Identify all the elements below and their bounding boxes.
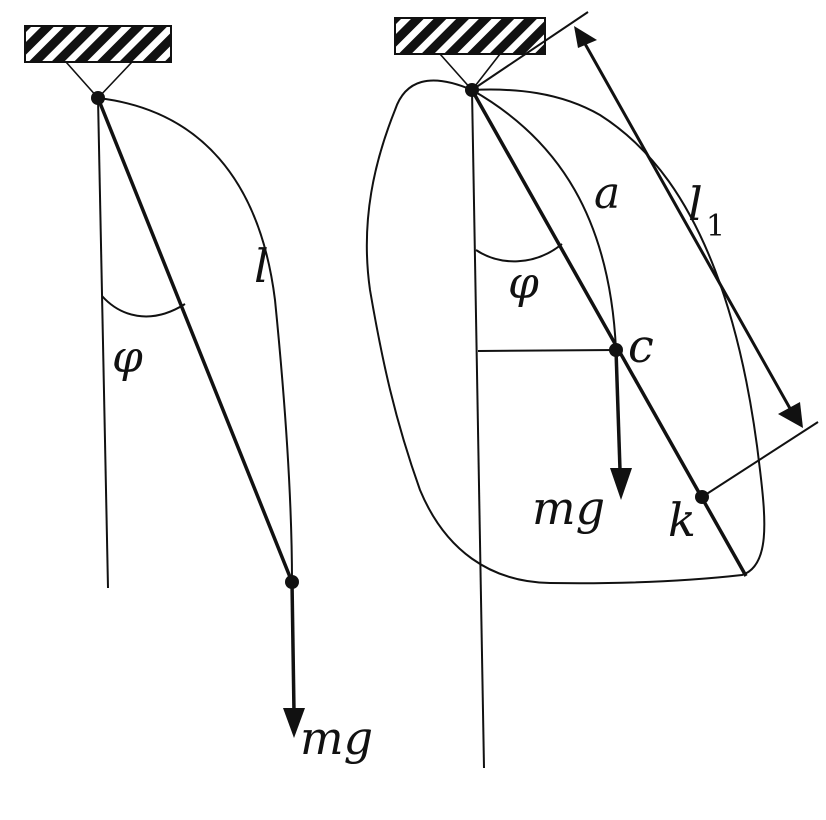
right-reduced-length-arrow-shaft xyxy=(582,41,794,413)
right-dimension-extension-line xyxy=(701,421,819,498)
left-gravity-arrowhead xyxy=(283,708,305,738)
right-point-k-dot xyxy=(695,490,709,504)
right-reduced-length-label: l xyxy=(688,177,703,231)
left-vertical-line xyxy=(97,97,109,589)
right-vertical-line xyxy=(471,89,485,769)
right-angle-label: φ xyxy=(508,258,539,309)
left-ceiling-hatch xyxy=(24,25,172,63)
right-ceiling-hatch xyxy=(394,17,546,55)
left-gravity-arrow-shaft xyxy=(290,581,296,713)
right-gravity-arrowhead xyxy=(610,468,632,500)
right-distance-label: a xyxy=(594,168,620,219)
left-pivot-dot xyxy=(91,91,105,105)
right-gravity-arrow-shaft xyxy=(614,349,622,471)
right-horizontal-projection xyxy=(477,349,617,352)
right-center-of-mass-label: c xyxy=(628,319,654,373)
right-distance-arc-a xyxy=(471,89,617,351)
physical-pendulum: a φ c mg k l 1 xyxy=(365,11,819,769)
right-point-k-label: k xyxy=(668,493,696,547)
right-reduced-length-subscript: 1 xyxy=(706,209,725,244)
right-angle-arc xyxy=(475,243,563,263)
simple-pendulum: l φ mg xyxy=(24,25,373,765)
right-pivot-dot xyxy=(465,83,479,97)
right-force-label: mg xyxy=(532,481,605,535)
right-reduced-length-arrowhead-bottom xyxy=(778,402,803,428)
left-angle-arc xyxy=(101,295,186,318)
right-reduced-length-arrowhead-top xyxy=(574,26,597,48)
left-trajectory-arc xyxy=(97,97,293,583)
rigid-body-outline xyxy=(365,79,766,585)
left-force-label: mg xyxy=(300,711,373,765)
left-pendulum-rod xyxy=(96,97,294,583)
right-top-tangent-line xyxy=(471,11,589,91)
left-length-label: l xyxy=(254,239,269,293)
right-center-of-mass-dot xyxy=(609,343,623,357)
left-angle-label: φ xyxy=(112,332,143,383)
